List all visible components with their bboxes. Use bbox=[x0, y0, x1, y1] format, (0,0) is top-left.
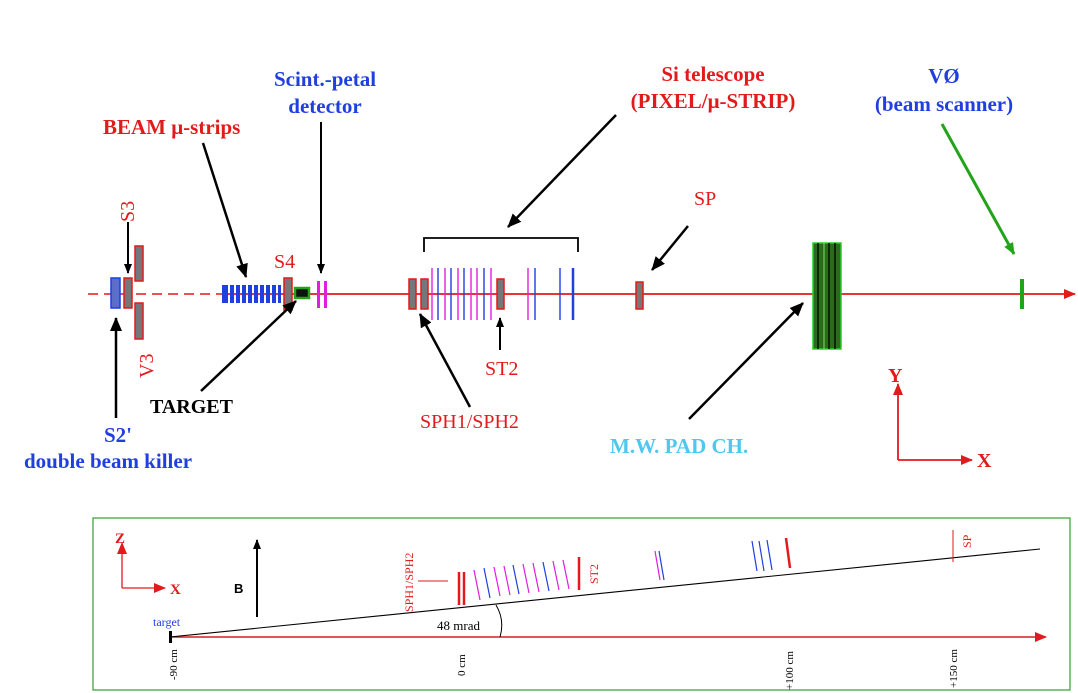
tick-150: +150 cm bbox=[948, 649, 960, 688]
side-si-planes bbox=[473, 539, 773, 601]
tick-minus90: -90 cm bbox=[168, 649, 180, 680]
side-st2-label: ST2 bbox=[587, 564, 601, 584]
label-st2: ST2 bbox=[485, 358, 518, 380]
label-si-line2: (PIXEL/μ-STRIP) bbox=[631, 89, 796, 113]
s3-detector-upper bbox=[134, 245, 144, 282]
side-label-z: Z bbox=[115, 531, 125, 547]
st2-detector bbox=[496, 278, 505, 310]
sp-detector bbox=[635, 281, 644, 310]
v3-detector-lower bbox=[134, 302, 144, 340]
tick-100: +100 cm bbox=[784, 651, 796, 690]
si-telescope-planes bbox=[431, 268, 575, 320]
tick-0: 0 cm bbox=[456, 654, 468, 676]
scint-petal-bar-1 bbox=[317, 281, 320, 308]
label-s2-line2: double beam killer bbox=[24, 449, 192, 473]
label-v0-line2: (beam scanner) bbox=[875, 92, 1013, 116]
side-sph-label: SPH1/SPH2 bbox=[402, 553, 416, 612]
target-arrow bbox=[200, 300, 297, 392]
side-target-marker bbox=[169, 631, 172, 643]
top-view: BEAM μ-strips Scint.-petal detector Si t… bbox=[24, 62, 1076, 473]
label-si-line1: Si telescope bbox=[661, 62, 764, 86]
label-scint-line2: detector bbox=[288, 94, 361, 118]
label-axis-y: Y bbox=[888, 365, 903, 387]
label-target: TARGET bbox=[150, 396, 234, 418]
label-beam-mustrips: BEAM μ-strips bbox=[103, 115, 240, 139]
label-v0-line1: VØ bbox=[928, 64, 960, 88]
si-telescope-bracket bbox=[423, 237, 579, 252]
side-view: Z X B 48 mrad target SPH1/SPH2 bbox=[92, 517, 1071, 691]
beam-mustrips-stack bbox=[222, 285, 281, 303]
v0-arrow bbox=[940, 123, 1016, 255]
angle-label: 48 mrad bbox=[437, 618, 480, 633]
label-s3: S3 bbox=[117, 201, 139, 222]
label-axis-x: X bbox=[977, 450, 992, 472]
label-scint-line1: Scint.-petal bbox=[274, 67, 376, 91]
sph2-detector bbox=[420, 278, 429, 310]
side-view-frame bbox=[92, 517, 1071, 691]
s2-detector bbox=[110, 277, 121, 309]
scint-petal-bar-2 bbox=[324, 281, 327, 308]
tilted-beam-line bbox=[169, 548, 1041, 638]
side-label-x: X bbox=[170, 582, 181, 598]
si-telescope-arrow bbox=[507, 114, 617, 228]
sph-arrow bbox=[418, 313, 472, 408]
mwpad-arrow bbox=[688, 302, 804, 420]
sph1-detector bbox=[408, 278, 417, 310]
s3-detector-center bbox=[123, 277, 133, 309]
label-v3: V3 bbox=[136, 354, 158, 378]
angle-arc bbox=[495, 604, 503, 638]
beam-mustrips-arrow bbox=[201, 142, 248, 278]
side-target-label: target bbox=[153, 615, 181, 629]
mw-pad-chamber bbox=[812, 242, 842, 350]
sp-arrow bbox=[651, 225, 689, 271]
v0-detector bbox=[1020, 279, 1024, 309]
label-sp: SP bbox=[694, 188, 716, 210]
label-s2-line1: S2' bbox=[104, 423, 132, 447]
label-mwpad: M.W. PAD CH. bbox=[610, 434, 748, 458]
side-plane-red bbox=[784, 537, 792, 569]
b-field-label: B bbox=[234, 581, 243, 596]
label-s4: S4 bbox=[274, 251, 295, 273]
side-sp-label: SP bbox=[960, 534, 974, 548]
target-block bbox=[293, 286, 311, 300]
label-sph: SPH1/SPH2 bbox=[420, 411, 519, 433]
